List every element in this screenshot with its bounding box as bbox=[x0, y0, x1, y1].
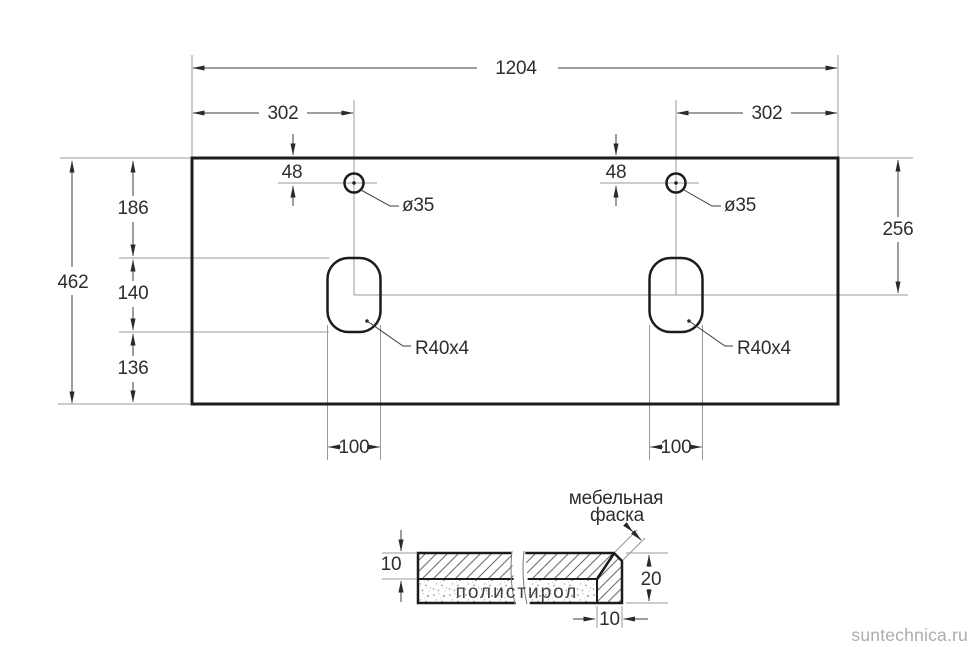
section-dimension-lines bbox=[398, 522, 652, 622]
dim-faucet-offset-left: 48 bbox=[282, 162, 303, 183]
dim-offset-right: 302 bbox=[751, 103, 782, 124]
dim-overall-depth: 462 bbox=[57, 272, 88, 293]
label-cutout-radius-right: R40x4 bbox=[737, 338, 792, 359]
dim-center-from-right: 256 bbox=[882, 219, 913, 240]
dim-cutout-width-right: 100 bbox=[660, 437, 691, 458]
faucet-hole-right bbox=[665, 172, 687, 194]
section-break-gap bbox=[511, 549, 530, 606]
dim-cutout-width-left: 100 bbox=[338, 437, 369, 458]
label-chamfer-line1: мебельная bbox=[569, 488, 664, 509]
faucet-hole-left bbox=[343, 172, 365, 194]
sink-cutout-left bbox=[326, 256, 382, 334]
dim-cutout-to-bottom: 136 bbox=[117, 358, 148, 379]
countertop-outline bbox=[190, 156, 840, 406]
dim-edge-width: 10 bbox=[599, 609, 620, 630]
faucet-hole-right-center bbox=[674, 181, 678, 185]
dim-top-to-cutout: 186 bbox=[117, 198, 148, 219]
plan-view: 1204 302 302 48 48 ø35 ø35 462 186 140 1… bbox=[57, 55, 914, 460]
section-break-edge-right bbox=[522, 550, 528, 605]
section-edge-joint bbox=[595, 552, 616, 580]
faucet-hole-left-center bbox=[352, 181, 356, 185]
dim-top-layer-thickness: 10 bbox=[381, 554, 402, 575]
extension-lines bbox=[58, 55, 913, 460]
dimension-lines bbox=[69, 65, 901, 450]
leader-lines bbox=[360, 189, 733, 347]
label-faucet-hole-left: ø35 bbox=[402, 195, 434, 216]
label-cutout-radius-left: R40x4 bbox=[415, 338, 470, 359]
label-chamfer-line2: фаска bbox=[590, 505, 645, 526]
dim-total-thickness: 20 bbox=[641, 569, 662, 590]
section-polystyrene-fill bbox=[418, 579, 597, 603]
label-material: полистирол bbox=[456, 582, 579, 603]
watermark: suntechnica.ru bbox=[851, 625, 968, 645]
section-outline bbox=[416, 551, 624, 605]
section-view: мебельная фаска 10 20 10 полистирол bbox=[381, 488, 668, 630]
dim-cutout-height: 140 bbox=[117, 283, 148, 304]
dim-faucet-offset-right: 48 bbox=[606, 162, 627, 183]
dim-overall-width: 1204 bbox=[495, 58, 537, 79]
label-faucet-hole-right: ø35 bbox=[724, 195, 756, 216]
dim-offset-left: 302 bbox=[267, 103, 298, 124]
sink-cutout-right bbox=[648, 256, 704, 334]
section-break-edge-left bbox=[510, 550, 516, 605]
